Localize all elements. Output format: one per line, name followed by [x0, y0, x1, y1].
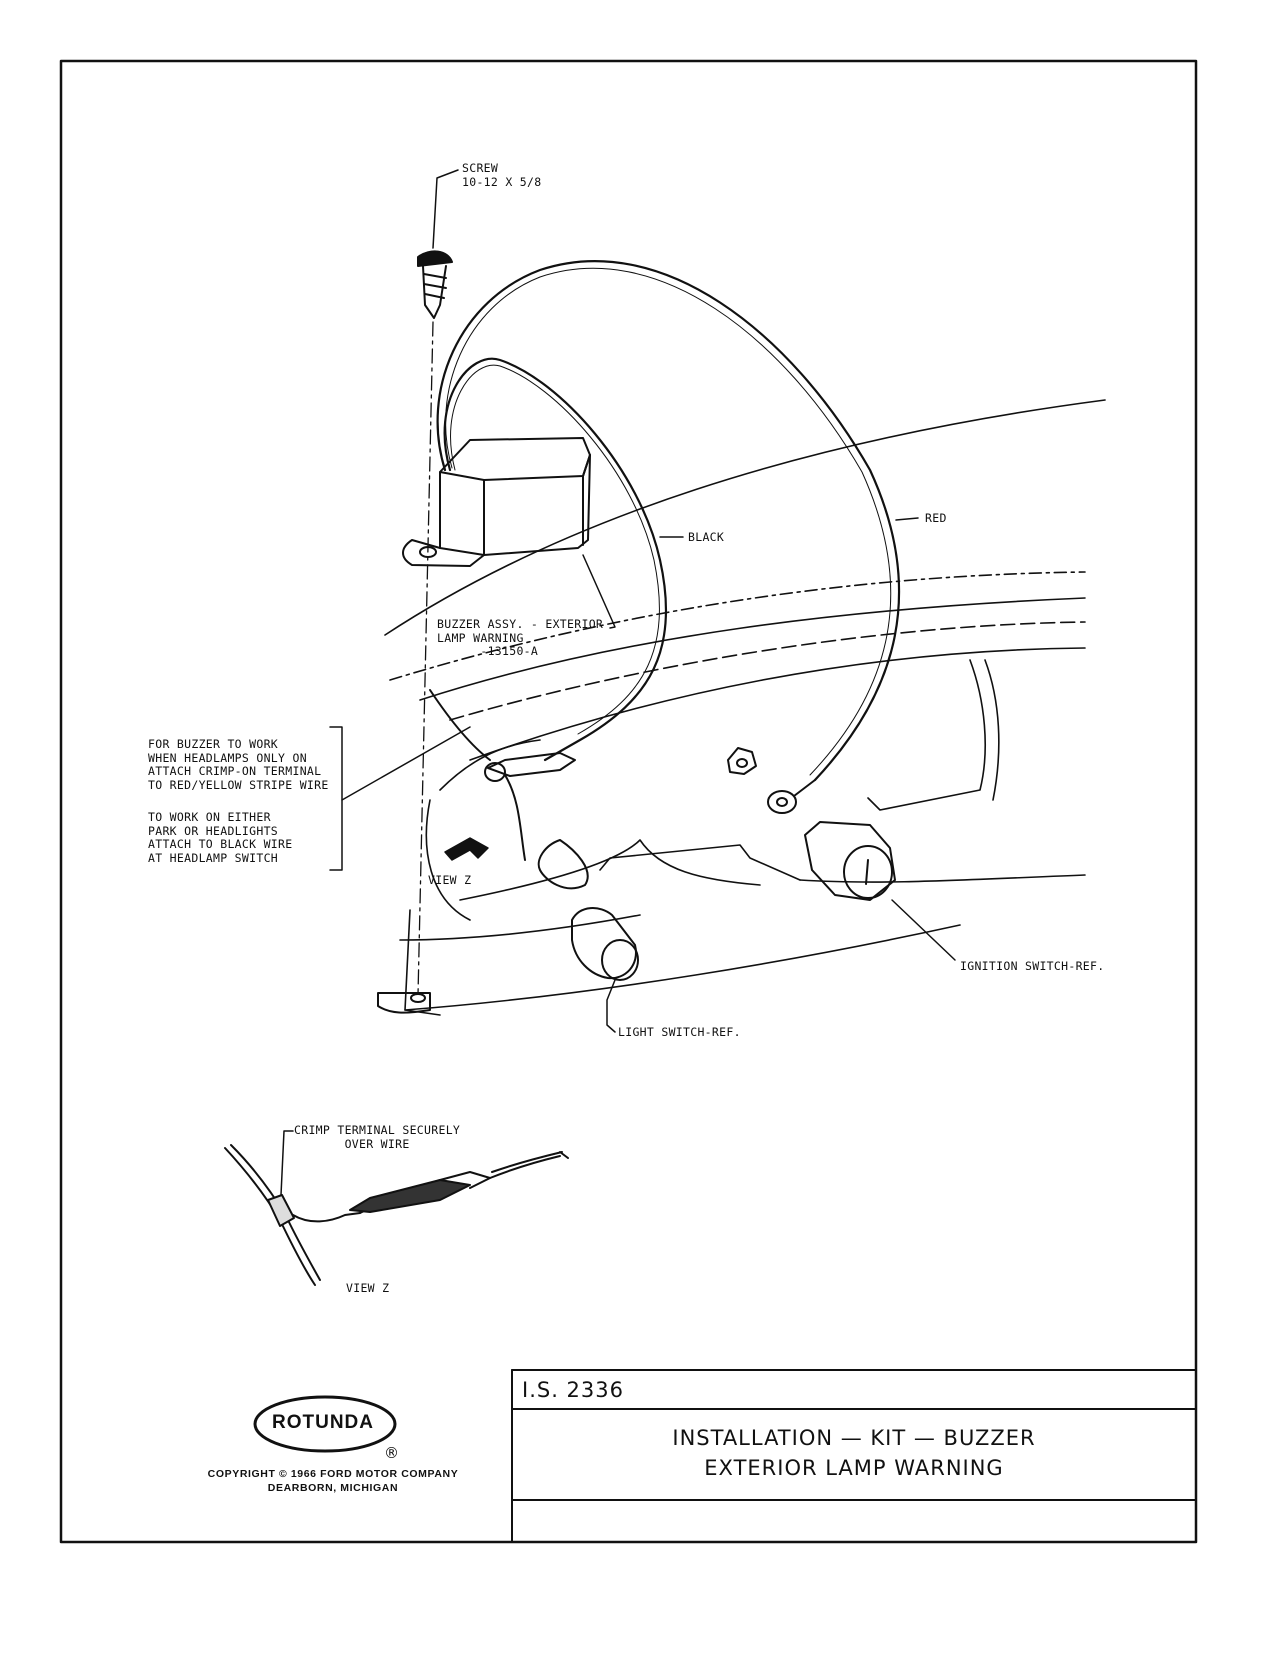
screw-centerline	[417, 321, 434, 996]
label-screw: SCREW 10-12 X 5/8	[462, 161, 542, 189]
label-red-wire: RED	[925, 511, 947, 525]
label-ignition-switch: IGNITION SWITCH-REF.	[960, 959, 1105, 973]
rotunda-logo: ROTUNDA	[272, 1412, 374, 1433]
note-bracket	[329, 726, 343, 871]
label-buzzer-assy: BUZZER ASSY. - EXTERIOR LAMP WARNING -13…	[437, 617, 604, 658]
buzzer-leader	[582, 554, 616, 629]
bottom-bracket	[377, 992, 431, 1014]
label-view-z-pointer: VIEW Z	[428, 873, 472, 887]
screw	[417, 250, 453, 319]
label-note-park: TO WORK ON EITHER PARK OR HEADLIGHTS ATT…	[148, 810, 293, 865]
label-view-z: VIEW Z	[346, 1281, 390, 1295]
light-switch	[571, 907, 639, 981]
rotunda-logo-oval	[253, 1395, 397, 1453]
crimp-connector	[429, 689, 589, 890]
label-light-switch: LIGHT SWITCH-REF.	[618, 1025, 741, 1039]
black-wire	[443, 357, 668, 762]
light-switch-leader	[606, 979, 616, 1033]
note-leader	[341, 726, 471, 801]
ignition-switch	[804, 821, 896, 901]
registered-mark: ®	[384, 1444, 399, 1462]
sheet-border	[59, 59, 1198, 1544]
crimp-leader	[280, 1130, 294, 1196]
title-line-2: EXTERIOR LAMP WARNING	[704, 1456, 1004, 1480]
view-z-arrow	[444, 837, 489, 861]
dash-panel	[384, 399, 1106, 1016]
title-line-1: INSTALLATION — KIT — BUZZER	[672, 1426, 1036, 1450]
sheet-number: I.S. 2336	[522, 1378, 624, 1402]
label-note-headlamps: FOR BUZZER TO WORK WHEN HEADLAMPS ONLY O…	[148, 737, 329, 792]
red-wire	[436, 260, 901, 782]
label-crimp: CRIMP TERMINAL SECURELY OVER WIRE	[294, 1123, 461, 1151]
label-black-wire: BLACK	[688, 530, 725, 544]
screw-leader	[432, 169, 459, 249]
view-z-detail	[224, 1144, 569, 1286]
ring-terminal	[727, 747, 816, 814]
copyright-text: COPYRIGHT © 1966 FORD MOTOR COMPANY DEAR…	[207, 1468, 459, 1494]
buzzer-assembly	[402, 437, 591, 567]
ignition-leader	[891, 899, 956, 961]
red-leader	[895, 517, 919, 521]
title-block-lines	[511, 1369, 1197, 1543]
